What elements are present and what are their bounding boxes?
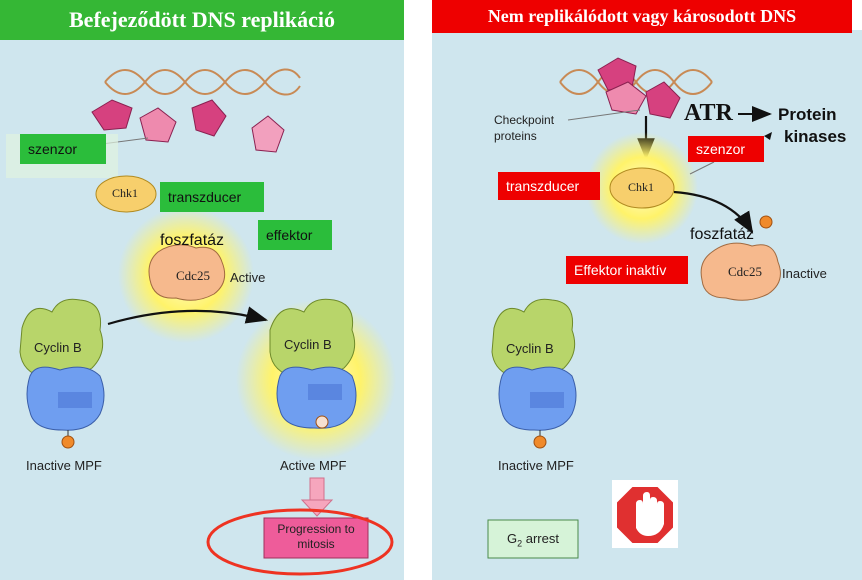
tag-effektor-left: effektor xyxy=(258,220,332,250)
checkpoint-line2: proteins xyxy=(494,129,537,143)
progression-text: Progression to mitosis xyxy=(264,522,368,552)
szenzor-leader-right xyxy=(689,161,715,175)
progression-highlight-ring xyxy=(206,508,394,576)
activation-arrow-left xyxy=(107,306,269,326)
tag-szenzor-right-text: szenzor xyxy=(696,141,746,157)
tag-effektor-left-text: effektor xyxy=(266,227,313,243)
cyclin-right-label: Cyclin B xyxy=(506,341,554,356)
mpf-inactive-left-label: Inactive MPF xyxy=(26,458,102,473)
foszfataz-right: foszfatáz xyxy=(690,226,755,243)
tag-szenzor-right: szenzor xyxy=(688,136,764,162)
tag-szenzor-left-text: szenzor xyxy=(28,141,78,157)
g2-sub: 2 xyxy=(517,538,523,549)
checkpoint-proteins-right xyxy=(597,57,681,119)
stop-sign-icon xyxy=(612,480,678,548)
dna-helix-right xyxy=(559,69,713,95)
tag-transzducer-right-text: transzducer xyxy=(506,178,580,194)
cdc25-right-label: Cdc25 xyxy=(728,264,762,279)
tag-transzducer-left-text: transzducer xyxy=(168,189,242,205)
protein-kinases-label: Protein kinases xyxy=(778,104,846,148)
tag-effektor-inaktiv-text: Effektor inaktív xyxy=(574,262,667,278)
checkpoint-line1: Checkpoint xyxy=(494,113,555,127)
chk1-right-label: Chk1 xyxy=(628,180,655,194)
tag-transzducer-right: transzducer xyxy=(498,172,600,200)
cdc25-left-state: Active xyxy=(230,270,266,285)
g2-suffix: arrest xyxy=(522,531,559,546)
phosphate-cdc25 xyxy=(759,215,773,229)
left-title-text: Befejeződött DNS replikáció xyxy=(69,7,335,32)
g2-arrest-box xyxy=(487,519,579,559)
tag-szenzor-left: szenzor xyxy=(20,134,106,164)
progression-line2: mitosis xyxy=(297,537,335,551)
cdc25-right-state: Inactive xyxy=(782,266,827,281)
progression-line1: Progression to xyxy=(277,522,355,536)
g2-arrest-label: G2 arrest xyxy=(488,531,578,549)
mpf-inactive-right-label: Inactive MPF xyxy=(498,458,574,473)
tag-transzducer-left: transzducer xyxy=(160,182,264,212)
cyclin-active-left-label: Cyclin B xyxy=(284,337,332,352)
cdc25-left xyxy=(148,244,226,301)
cdc25-left-label: Cdc25 xyxy=(176,268,210,283)
checkpoint-leader xyxy=(567,109,641,121)
g2-prefix: G xyxy=(507,531,518,546)
kinase-pointer xyxy=(764,132,772,140)
left-title: Befejeződött DNS replikáció xyxy=(0,0,404,40)
protein-kinases-line2: kinases xyxy=(784,127,847,146)
progression-arrow xyxy=(300,477,334,517)
checkpoint-proteins-left xyxy=(91,99,285,153)
right-title-text: Nem replikálódott vagy károsodott DNS xyxy=(487,6,797,26)
chk1-left xyxy=(95,175,157,213)
cyclin-inactive-left-label: Cyclin B xyxy=(34,340,82,355)
checkpoint-proteins-label: Checkpoint proteins xyxy=(494,112,554,144)
protein-kinases-line1: Protein xyxy=(778,105,837,124)
inactive-mpf-left xyxy=(19,298,105,449)
atr-label: ATR xyxy=(684,100,733,126)
active-mpf-left xyxy=(269,298,357,429)
cdc25-right xyxy=(700,242,781,301)
chk1-left-label: Chk1 xyxy=(112,186,139,200)
dna-helix-left xyxy=(104,68,301,96)
foszfataz-left: foszfatáz xyxy=(160,232,225,249)
chk1-right xyxy=(609,167,675,209)
progression-box xyxy=(263,517,369,559)
chk1-to-cdc25-arrow xyxy=(673,190,754,234)
inactive-mpf-right xyxy=(491,298,577,449)
tag-effektor-inaktiv: Effektor inaktív xyxy=(566,256,688,284)
mpf-active-left-label: Active MPF xyxy=(280,458,347,473)
right-title: Nem replikálódott vagy károsodott DNS xyxy=(432,0,852,33)
